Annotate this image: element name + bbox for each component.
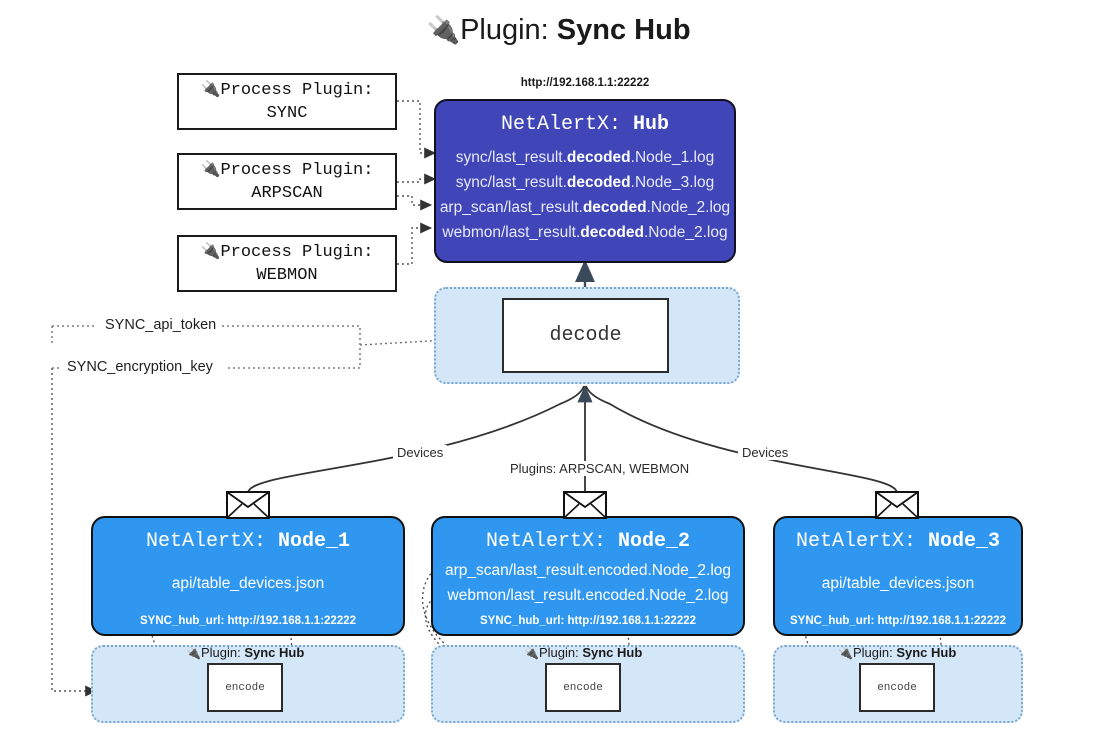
encode-box-node-2[interactable]: encode [545,663,621,712]
node-resource-line: arp_scan/last_result.encoded.Node_2.log [444,562,732,580]
node-title: NetAlertX: Node_1 [145,530,351,553]
page-title-name: Sync Hub [556,14,691,46]
encode-label: encode [877,681,917,694]
edge-label-devices-left: Devices [393,445,448,460]
plug-icon: 🔌 [186,646,201,660]
node-resource-line: webmon/last_result.encoded.Node_2.log [447,587,729,604]
hub-node[interactable]: NetAlertX: Hub sync/last_result.decoded.… [434,99,736,263]
process-plugin-label: Process Plugin: [220,80,374,100]
edge-label-plugins-center: Plugins: ARPSCAN, WEBMON [506,461,694,476]
hub-log-line: webmon/last_result.decoded.Node_2.log [442,224,728,242]
netalertx-node-3[interactable]: NetAlertX: Node_3 api/table_devices.json… [773,516,1023,636]
process-plugin-arpscan[interactable]: 🔌Process Plugin: ARPSCAN [177,153,397,210]
netalertx-node-1[interactable]: NetAlertX: Node_1 api/table_devices.json… [91,516,405,636]
node-hub-url: SYNC_hub_url: http://192.168.1.1:22222 [789,615,1007,627]
plug-icon: 🔌 [200,78,221,98]
plugin-tag-node-2: 🔌Plugin: Sync Hub [524,645,643,660]
process-plugin-label: Process Plugin: [220,160,374,180]
hub-log-line: sync/last_result.decoded.Node_3.log [455,174,715,192]
encode-label: encode [225,681,265,694]
decode-label: decode [549,324,622,347]
plug-icon: 🔌 [524,646,539,660]
hub-log-line: sync/last_result.decoded.Node_1.log [455,149,715,166]
node-title: NetAlertX: Node_3 [795,530,1001,553]
sync-encryption-key-label: SYNC_encryption_key [62,359,218,375]
process-plugin-webmon[interactable]: 🔌Process Plugin: WEBMON [177,235,397,292]
envelope-icon [875,491,919,519]
encode-box-node-1[interactable]: encode [207,663,283,712]
envelope-icon [226,491,270,519]
node-resource-line: api/table_devices.json [171,574,325,592]
node-hub-url: SYNC_hub_url: http://192.168.1.1:22222 [479,615,697,627]
plug-icon: 🔌 [426,15,461,45]
process-plugin-name: WEBMON [256,265,318,285]
hub-url-label: http://192.168.1.1:22222 [520,77,650,89]
node-title: NetAlertX: Node_2 [485,530,691,553]
page-title-prefix: Plugin: [460,14,557,46]
plug-icon: 🔌 [838,646,853,660]
encode-label: encode [563,681,603,694]
process-plugin-name: SYNC [266,103,308,123]
process-plugin-label: Process Plugin: [220,242,374,262]
hub-title: NetAlertX: Hub [500,113,670,136]
node-resource-line: api/table_devices.json [821,574,975,592]
edge-label-devices-right: Devices [738,445,793,460]
plug-icon: 🔌 [200,240,221,260]
envelope-icon [563,491,607,519]
node-hub-url: SYNC_hub_url: http://192.168.1.1:22222 [139,615,357,627]
plug-icon: 🔌 [200,158,221,178]
plugin-tag-node-1: 🔌Plugin: Sync Hub [186,645,305,660]
sync-api-token-label: SYNC_api_token [100,317,222,333]
encode-box-node-3[interactable]: encode [859,663,935,712]
netalertx-node-2[interactable]: NetAlertX: Node_2 arp_scan/last_result.e… [431,516,745,636]
page-title: 🔌Plugin: Sync Hub [0,14,1117,47]
process-plugin-name: ARPSCAN [251,183,323,203]
hub-log-line: arp_scan/last_result.decoded.Node_2.log [439,199,731,217]
decode-box[interactable]: decode [502,298,669,373]
process-plugin-sync[interactable]: 🔌Process Plugin: SYNC [177,73,397,130]
plugin-tag-node-3: 🔌Plugin: Sync Hub [838,645,957,660]
